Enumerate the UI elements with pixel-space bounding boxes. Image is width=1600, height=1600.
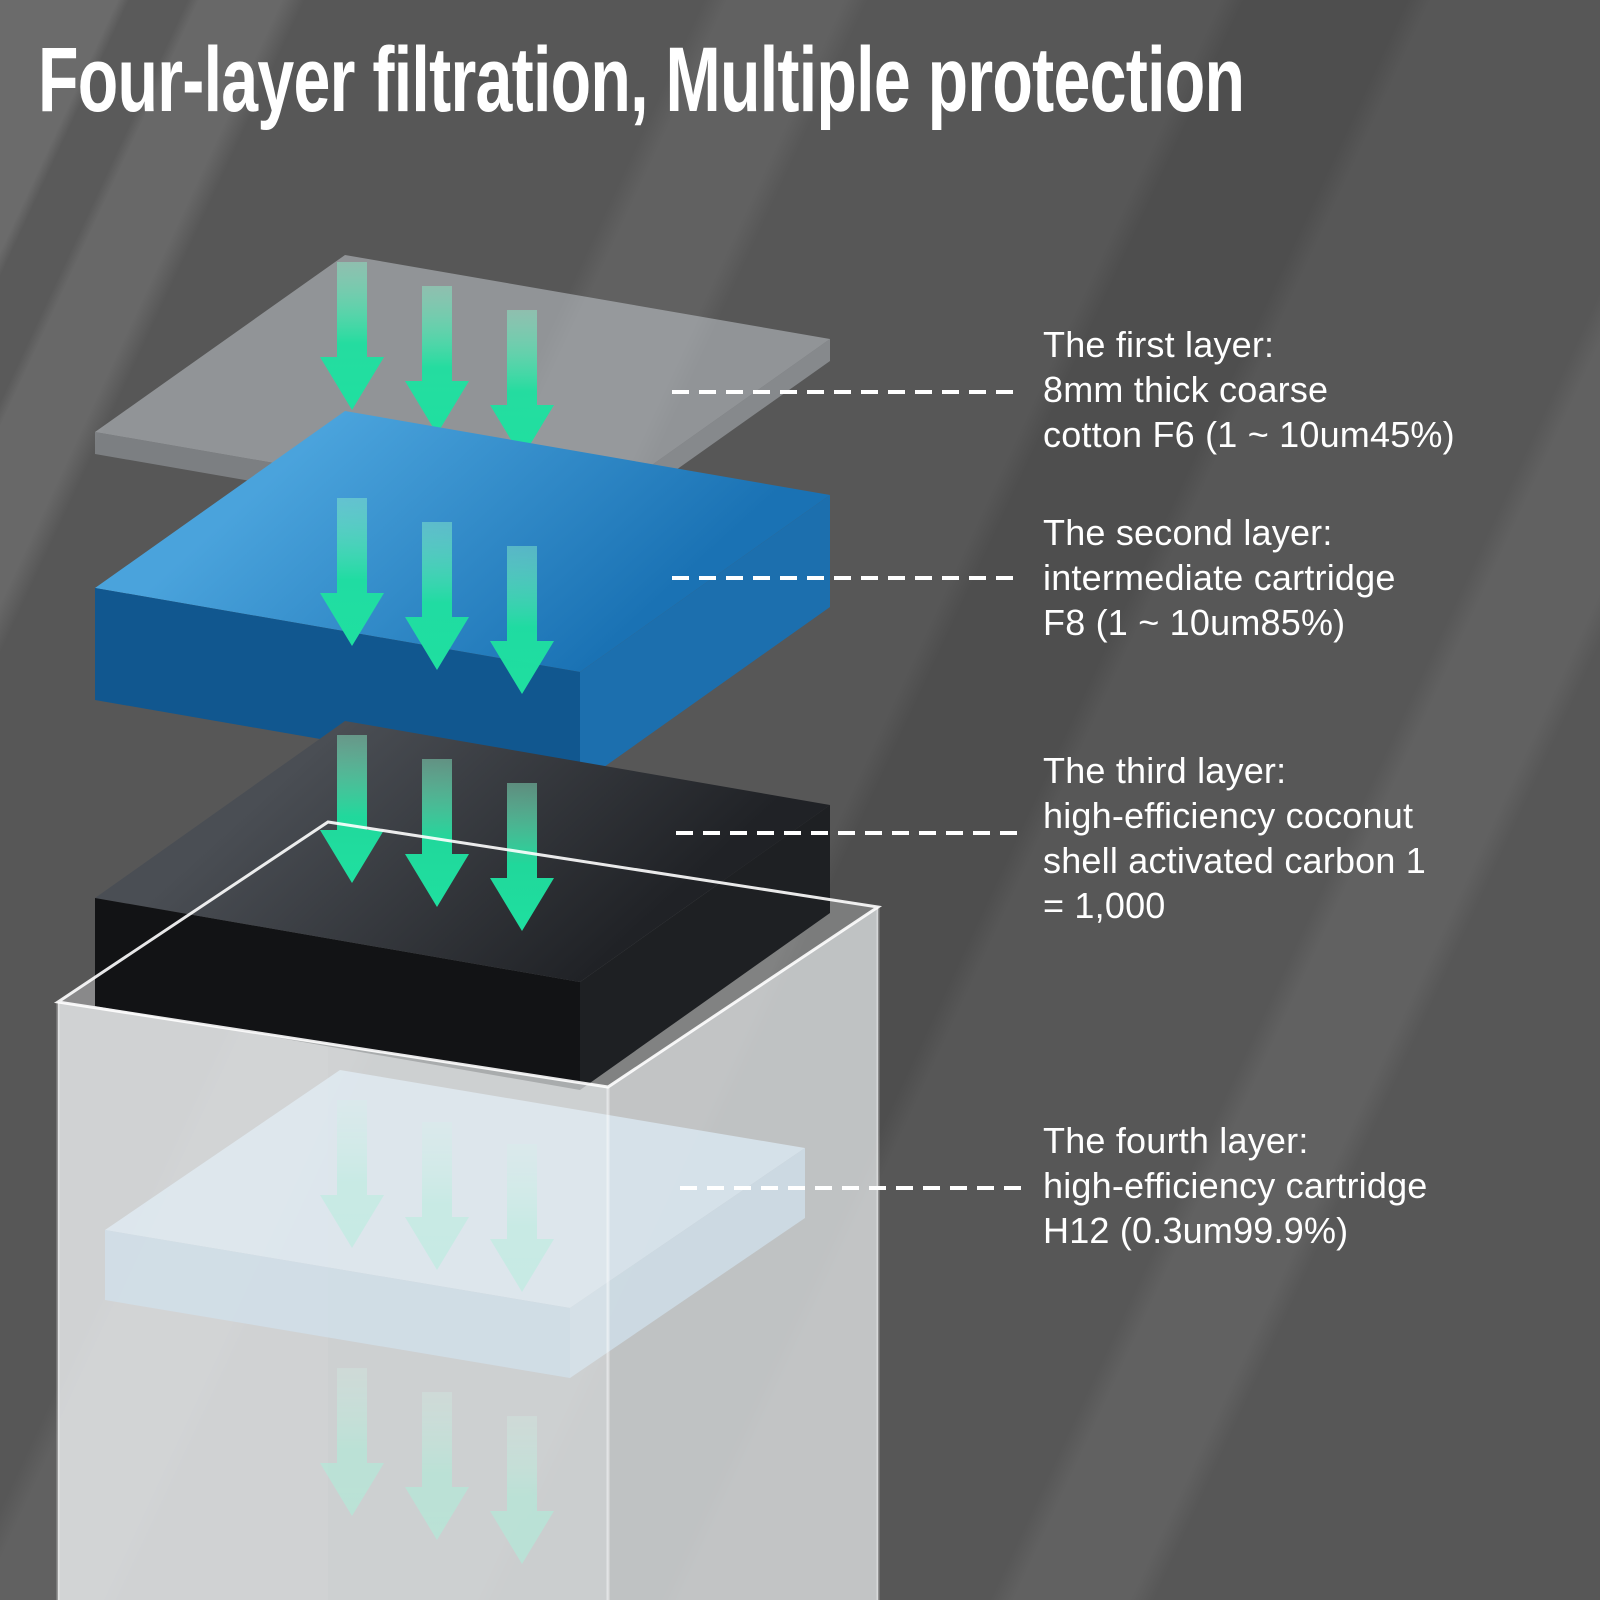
annotation-third-layer-heading: The third layer:: [1043, 750, 1287, 791]
housing-front-right-wall: [608, 907, 878, 1600]
layer3-front-right-face: [580, 805, 830, 1090]
layer2-front-left-face: [95, 588, 580, 784]
annotation-second-layer-body: intermediate cartridge F8 (1 ~ 10um85%): [1043, 557, 1396, 643]
page-title: Four-layer filtration, Multiple protecti…: [38, 29, 1245, 131]
leader-lines: [672, 390, 1022, 1190]
housing-rim: [53, 820, 883, 1089]
layer2-top-face: [95, 411, 830, 672]
annotation-first-layer-body: 8mm thick coarse cotton F6 (1 ~ 10um45%): [1043, 369, 1455, 455]
annotation-first-layer-heading: The first layer:: [1043, 324, 1275, 365]
annotation-second-layer-heading: The second layer:: [1043, 512, 1333, 553]
layer2-intermediate-cartridge-slab: [95, 411, 830, 784]
layer3-top-face: [95, 721, 830, 982]
housing-front-left-wall: [58, 1002, 608, 1600]
housing-rim-outline: [53, 820, 883, 1600]
layer2-front-right-face: [580, 495, 830, 784]
annotation-fourth-layer-body: high-efficiency cartridge H12 (0.3um99.9…: [1043, 1165, 1428, 1251]
annotation-second-layer: The second layer: intermediate cartridge…: [1043, 510, 1396, 645]
layer3-front-left-face: [95, 898, 580, 1090]
annotation-third-layer-body: high-efficiency coconut shell activated …: [1043, 795, 1427, 926]
annotation-fourth-layer: The fourth layer: high-efficiency cartri…: [1043, 1118, 1428, 1253]
annotation-third-layer: The third layer: high-efficiency coconut…: [1043, 748, 1426, 928]
housing-front-walls: [58, 907, 878, 1600]
annotation-fourth-layer-heading: The fourth layer:: [1043, 1120, 1309, 1161]
layer3-activated-carbon-slab: [95, 721, 830, 1090]
annotation-first-layer: The first layer: 8mm thick coarse cotton…: [1043, 322, 1455, 457]
